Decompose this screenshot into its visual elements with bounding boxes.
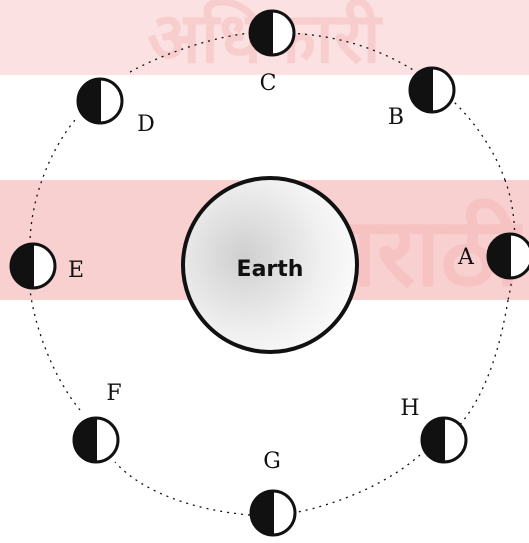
moon-d <box>78 79 122 123</box>
moon-c <box>250 11 294 55</box>
label-d: D <box>137 112 155 137</box>
moon-b <box>410 68 454 112</box>
moon-g-dark-half <box>251 491 273 535</box>
moon-d-dark-half <box>78 79 100 123</box>
orbit-segment-f-e <box>30 290 80 410</box>
label-b: B <box>388 105 404 130</box>
label-e: E <box>68 258 84 283</box>
moon-h <box>422 418 466 462</box>
moon-f <box>74 418 118 462</box>
label-f: F <box>106 381 121 406</box>
moon-h-dark-half <box>422 418 444 462</box>
orbit-segment-h-g <box>280 455 420 515</box>
earth-label: Earth <box>237 257 304 282</box>
orbit-segment-g-f <box>115 462 250 515</box>
moon-e <box>11 244 55 288</box>
label-h: H <box>400 396 419 421</box>
label-g: G <box>263 449 281 474</box>
earth: Earth <box>183 178 357 352</box>
label-a: A <box>457 245 475 270</box>
moon-f-dark-half <box>74 418 96 462</box>
moon-g <box>251 491 295 535</box>
label-c: C <box>260 71 277 96</box>
moon-a <box>488 234 529 278</box>
